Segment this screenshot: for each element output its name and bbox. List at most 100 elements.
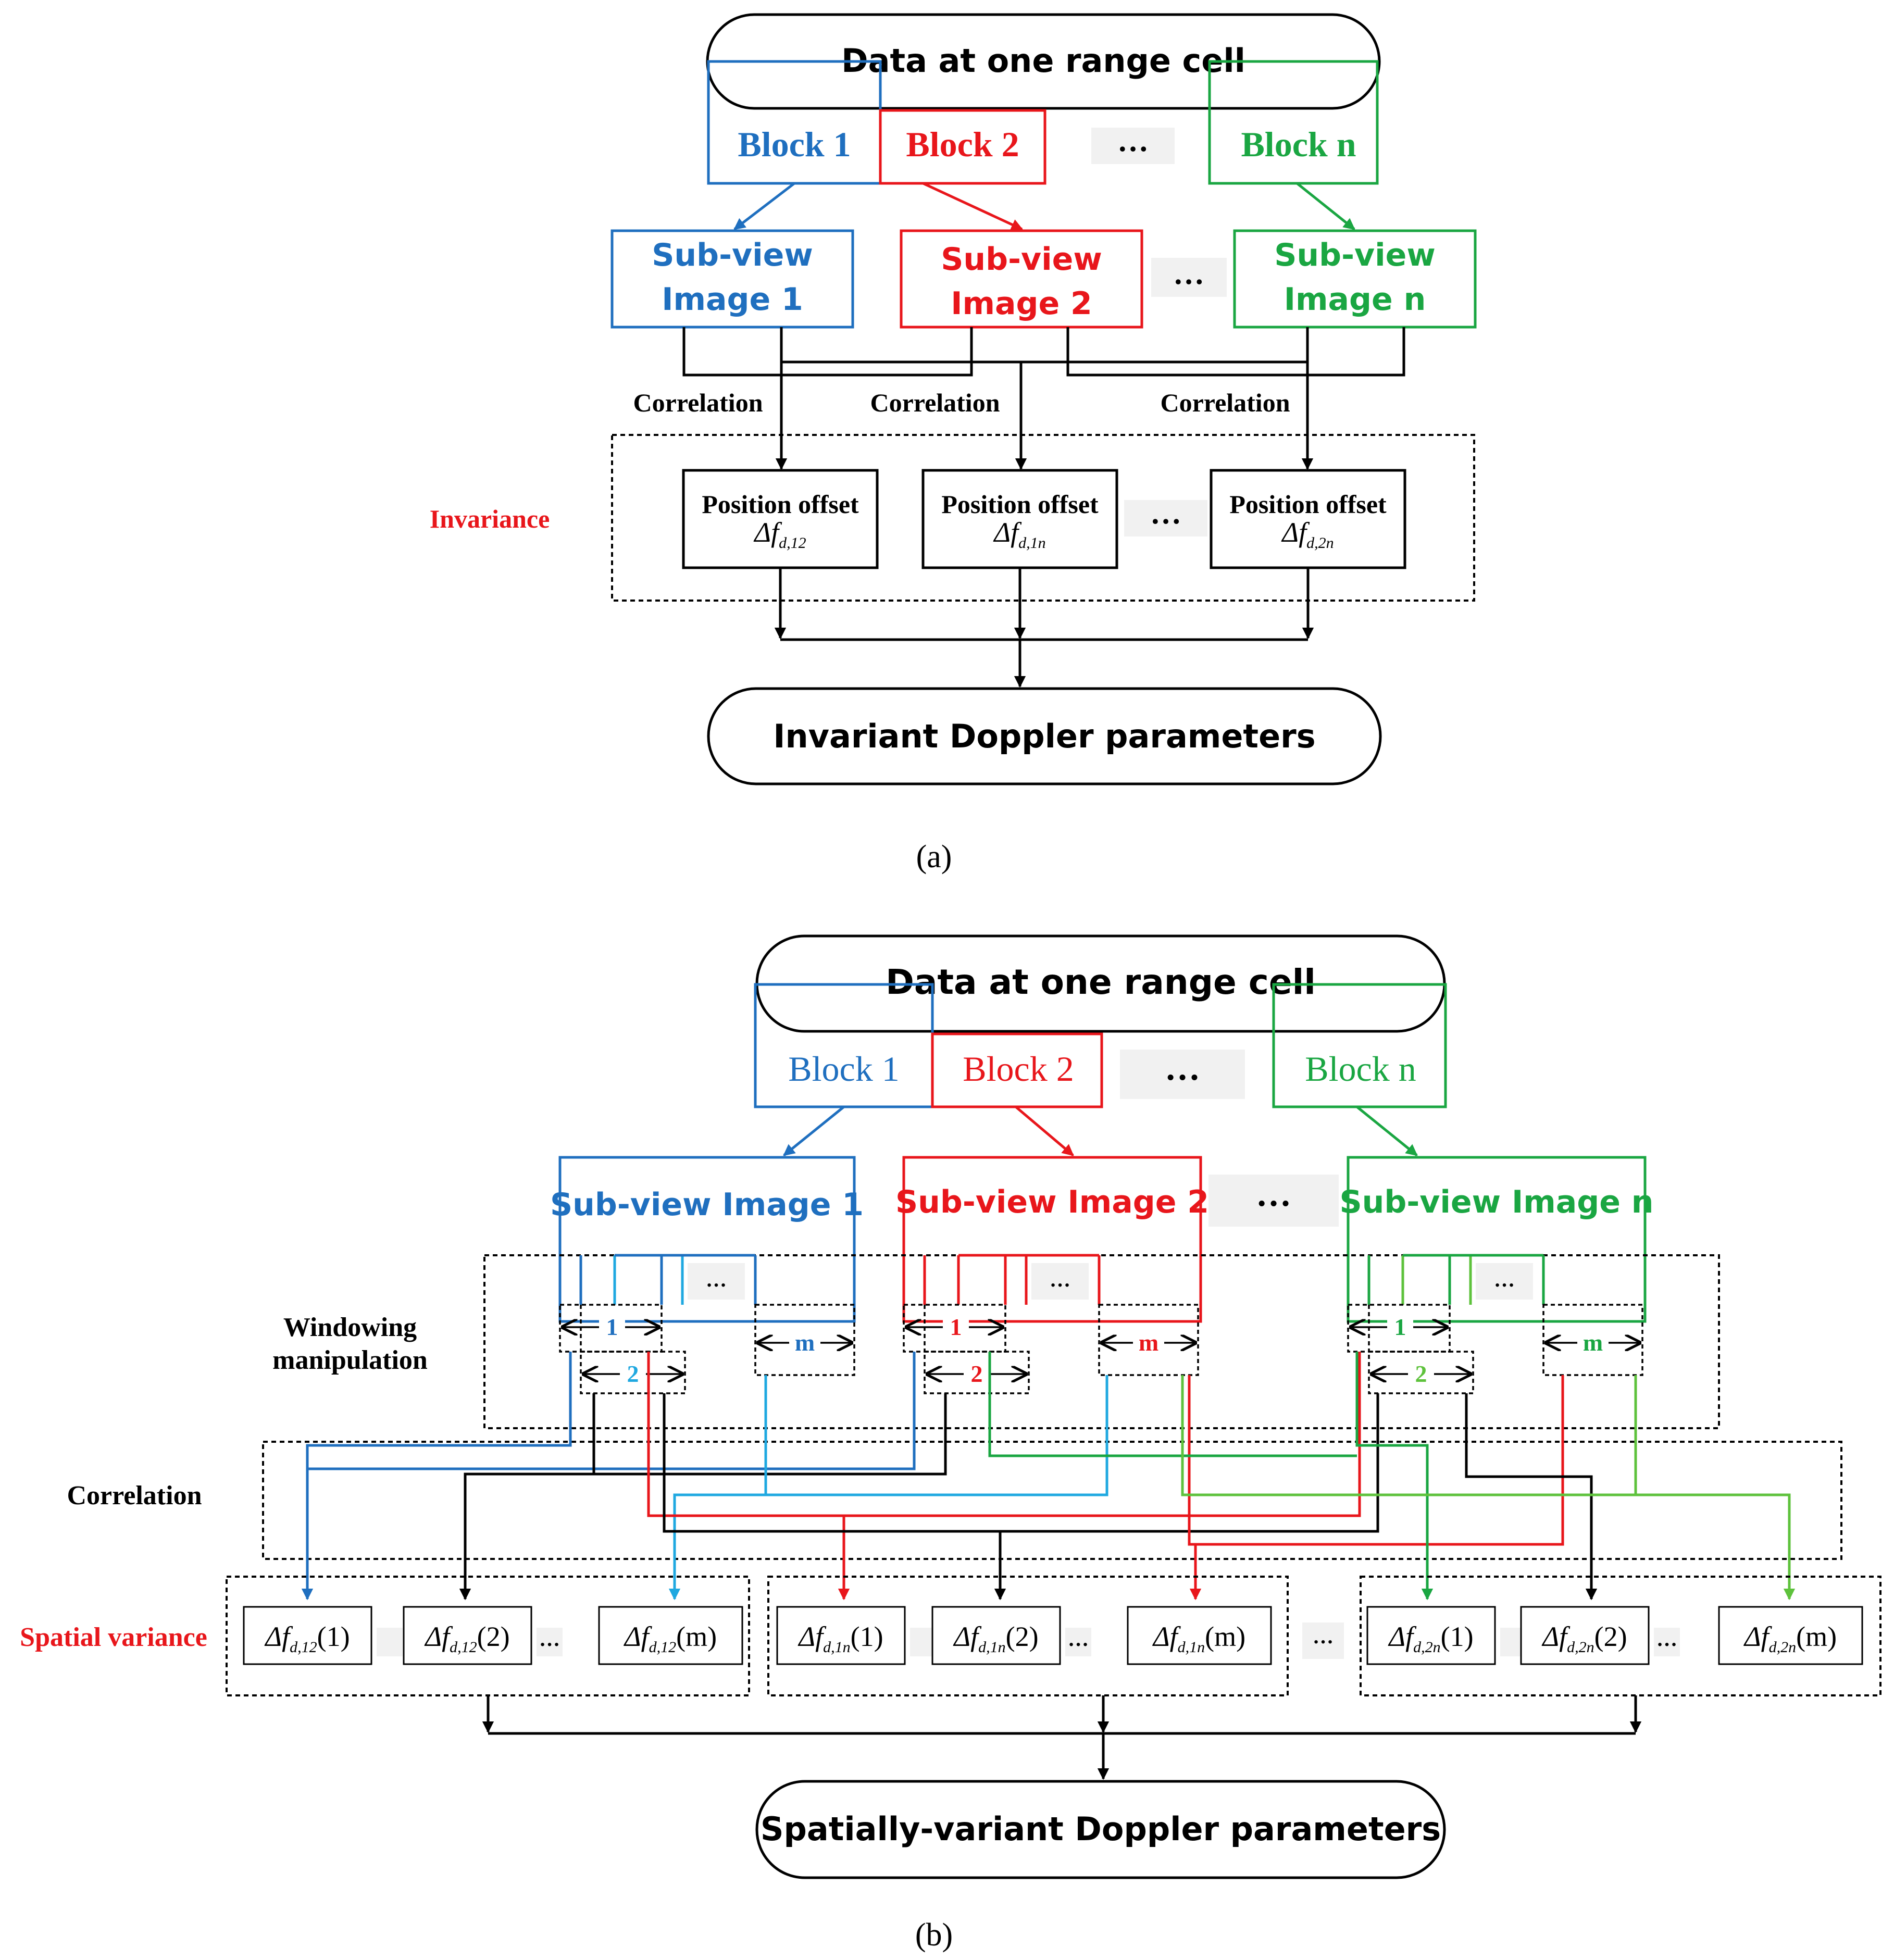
param-box — [598, 1606, 743, 1665]
param-label: Δfd,2n(m) — [1743, 1621, 1837, 1656]
param-box — [1520, 1606, 1650, 1665]
param-box — [1127, 1606, 1272, 1665]
param-label: Δfd,2n(1) — [1388, 1621, 1473, 1656]
window-m-box — [754, 1304, 855, 1376]
block-2-a — [879, 109, 1046, 185]
param-box — [776, 1606, 906, 1665]
ellipsis-b-groups: … — [1313, 1625, 1334, 1648]
param-ellipsis: … — [539, 1627, 560, 1651]
block-1-b-label: Block 1 — [788, 1049, 899, 1089]
param-ellipsis: … — [1656, 1627, 1677, 1651]
position-offset-1 — [682, 469, 879, 569]
window-m-label: m — [1583, 1329, 1603, 1356]
ellipsis-a-sub-bg — [1151, 258, 1227, 297]
ellipsis-b-sub-bg — [1208, 1175, 1339, 1227]
param-box — [1718, 1606, 1863, 1665]
ellipsis-a-offset: … — [1150, 496, 1181, 530]
window-ellipsis: … — [706, 1268, 727, 1291]
window-ellipsis-bg — [1476, 1263, 1533, 1300]
offset-3-symbol: Δfd,2n — [1281, 517, 1334, 552]
block-n-b-label: Block n — [1305, 1049, 1416, 1089]
block-1-a-label: Block 1 — [738, 124, 851, 164]
spatial-variance-label: Spatial variance — [20, 1622, 207, 1652]
subview-2-b-label: Sub-view Image 2 — [895, 1184, 1209, 1220]
ellipsis-a-sub: … — [1173, 256, 1204, 291]
param-label: Δfd,2n(2) — [1541, 1621, 1627, 1656]
ellipsis-b-sub: … — [1256, 1174, 1291, 1214]
subview-2-a-line2: Image 2 — [951, 285, 1092, 322]
window-m-label: m — [795, 1329, 815, 1356]
windows-layer: …12m…12m…12m — [559, 1254, 1643, 1394]
subview-2-a-line1: Sub-view — [941, 241, 1102, 278]
window-m-box — [1098, 1304, 1199, 1376]
subview-n-b-label: Sub-view Image n — [1339, 1184, 1653, 1220]
bottom-pill-b — [755, 1780, 1446, 1879]
caption-a: (a) — [916, 839, 952, 875]
block-n-a-label: Block n — [1241, 124, 1356, 164]
panel-b: Data at one range cell Block 1 Block 2 …… — [20, 934, 1881, 1953]
position-offset-1-label: Position offset — [702, 490, 859, 519]
window-ellipsis: … — [1050, 1268, 1070, 1291]
position-offset-2 — [921, 469, 1118, 569]
ellipsis-a-offset-bg — [1124, 500, 1207, 536]
window-ellipsis-bg — [688, 1263, 745, 1300]
param-box — [1366, 1606, 1496, 1665]
param-box — [243, 1606, 372, 1665]
window-2-box — [924, 1351, 1030, 1394]
correlation-a-3: Correlation — [1160, 388, 1290, 417]
block-n-a — [1208, 60, 1379, 185]
subview-2-a — [900, 229, 1143, 329]
block-n-b — [1272, 983, 1447, 1108]
window-2-box — [1368, 1351, 1474, 1394]
ellipsis-b-blocks: … — [1165, 1048, 1200, 1088]
window-2-label: 2 — [1415, 1360, 1427, 1387]
invariance-label: Invariance — [430, 504, 550, 533]
top-pill-b-label: Data at one range cell — [886, 962, 1316, 1002]
window-2-label: 2 — [971, 1360, 983, 1387]
subview-n-a-line1: Sub-view — [1274, 237, 1436, 273]
param-box — [931, 1606, 1061, 1665]
offset-2-symbol: Δfd,1n — [993, 517, 1045, 552]
window-1-label: 1 — [950, 1314, 962, 1340]
window-ellipsis: … — [1494, 1268, 1515, 1291]
correlation-group — [262, 1441, 1842, 1560]
offset-1-symbol: Δfd,12 — [753, 517, 806, 552]
variance-group-2 — [767, 1576, 1289, 1696]
subview-1-a-line1: Sub-view — [652, 237, 813, 273]
ellipsis-b-groups-bg — [1302, 1622, 1344, 1659]
window-2-label: 2 — [627, 1360, 639, 1387]
window-m-label: m — [1139, 1329, 1158, 1356]
subview-n-a — [1233, 229, 1477, 329]
subview-1-a — [610, 229, 854, 329]
ellipsis-b-blocks-bg — [1120, 1050, 1245, 1099]
variance-group-3 — [1360, 1576, 1881, 1696]
window-m-box — [1542, 1304, 1643, 1376]
position-offset-3 — [1210, 469, 1406, 569]
param-label: Δfd,12(1) — [264, 1621, 350, 1656]
param-label: Δfd,12(2) — [424, 1621, 509, 1656]
subview-1-b-label: Sub-view Image 1 — [550, 1187, 864, 1223]
param-label: Δfd,1n(m) — [1152, 1621, 1245, 1656]
wires-layer — [301, 1352, 1796, 1601]
window-1-label: 1 — [606, 1314, 618, 1340]
bottom-pill-b-label: Spatially-variant Doppler parameters — [761, 1810, 1441, 1848]
param-label: Δfd,1n(2) — [953, 1621, 1038, 1656]
ellipsis-a-blocks-bg — [1091, 128, 1175, 164]
position-offset-2-label: Position offset — [941, 490, 1099, 519]
param-ellipsis: … — [1068, 1627, 1089, 1651]
param-label: Δfd,12(m) — [624, 1621, 717, 1656]
param-box — [403, 1606, 532, 1665]
windowing-label-l2: manipulation — [272, 1345, 428, 1375]
correlation-b-label: Correlation — [67, 1481, 202, 1510]
window-ellipsis-bg — [1031, 1263, 1089, 1300]
position-offset-3-label: Position offset — [1229, 490, 1387, 519]
top-pill-a-label: Data at one range cell — [841, 42, 1245, 80]
bottom-pill-a-label: Invariant Doppler parameters — [773, 717, 1315, 755]
block-2-b-label: Block 2 — [963, 1049, 1074, 1089]
caption-b: (b) — [915, 1917, 953, 1953]
correlation-a-1: Correlation — [633, 388, 763, 417]
panel-a: Data at one range cell Block 1 Block 2 …… — [430, 13, 1477, 875]
correlation-a-2: Correlation — [870, 388, 1000, 417]
windowing-label-l1: Windowing — [283, 1313, 417, 1342]
